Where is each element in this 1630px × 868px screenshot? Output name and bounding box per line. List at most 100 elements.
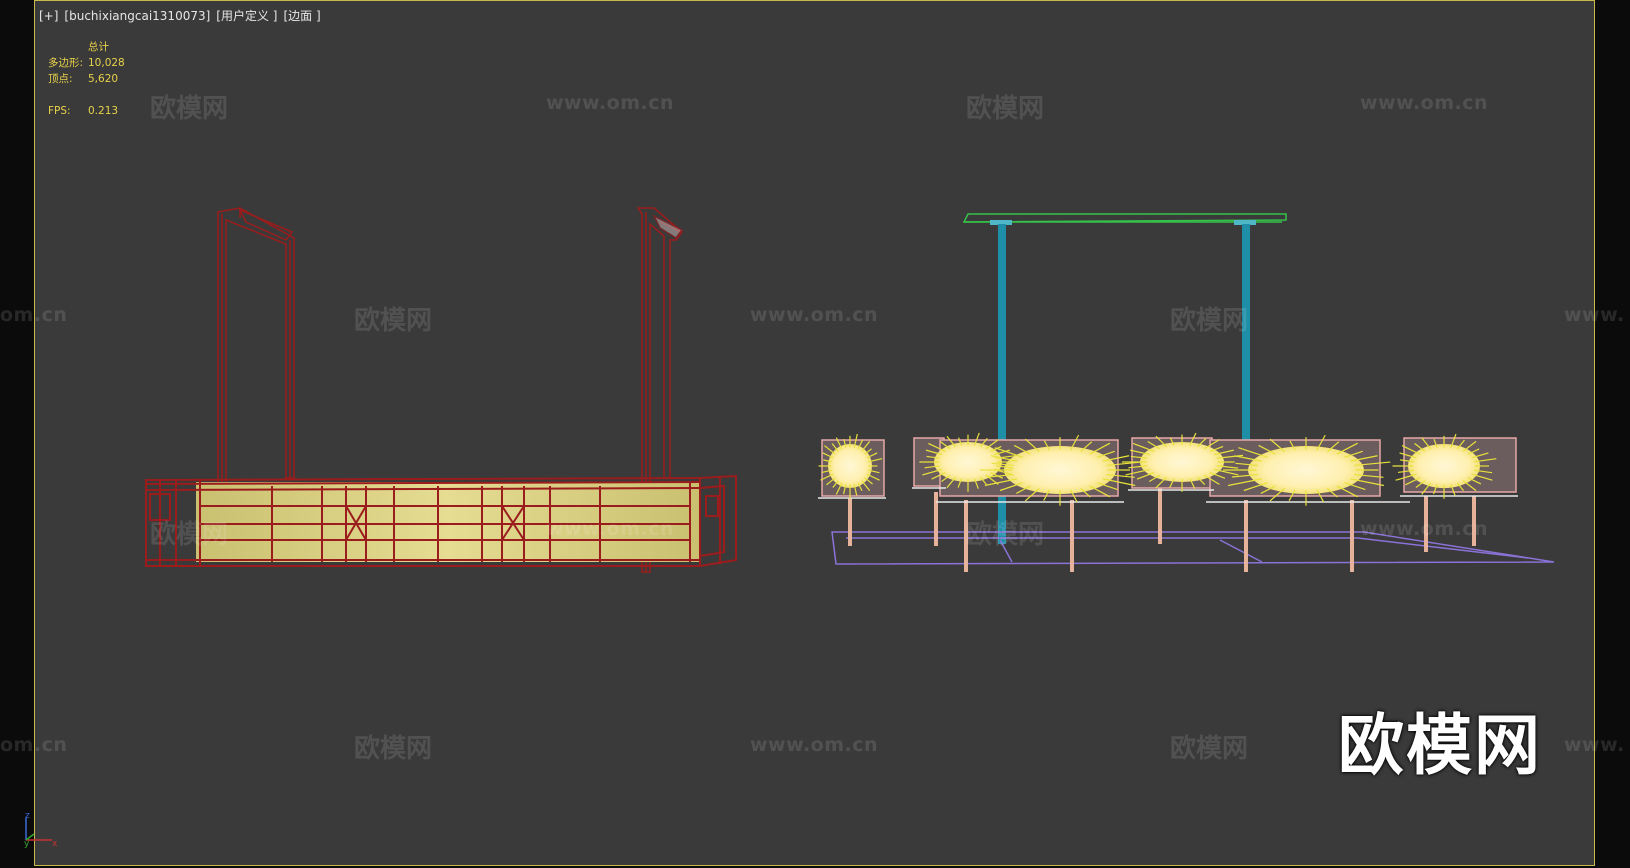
light-ray xyxy=(1235,462,1258,467)
light-ray xyxy=(823,445,836,455)
light-ray xyxy=(1148,474,1161,483)
statistics-panel: 总计 多边形:10,028 顶点:5,620 FPS:0.213 xyxy=(48,39,125,119)
light-ray xyxy=(864,477,873,485)
axis-gizmo: z y x xyxy=(24,811,58,849)
right-lamp-base-frame xyxy=(831,531,1555,565)
light-ray xyxy=(931,472,946,480)
polygons-label: 多边形: xyxy=(48,57,84,69)
light-ray xyxy=(1231,473,1258,478)
light-ray xyxy=(1401,445,1421,455)
light-ray xyxy=(1421,437,1432,450)
light-ray xyxy=(1130,449,1150,456)
light-ray xyxy=(861,441,871,452)
light-ray xyxy=(996,465,1014,469)
light-ray xyxy=(1260,485,1276,494)
light-ray xyxy=(1473,458,1497,463)
light-ray xyxy=(1203,474,1220,485)
light-ray xyxy=(1214,468,1239,476)
light-ray xyxy=(1216,465,1239,469)
light-ray xyxy=(926,455,940,459)
rod-mount-right xyxy=(1234,220,1256,225)
right-lamp-light-rays xyxy=(818,432,1497,506)
light-ray xyxy=(1125,468,1150,476)
suspension-rod-right xyxy=(1242,224,1250,496)
light-ray xyxy=(868,469,880,474)
light-ray xyxy=(1471,473,1493,481)
light-ray xyxy=(1013,444,1031,455)
light-ray xyxy=(990,445,1002,452)
rod-mount-left xyxy=(990,220,1012,225)
light-ray xyxy=(1070,434,1080,451)
light-ray xyxy=(1097,482,1118,491)
left-lamp-glow-panel xyxy=(196,482,700,562)
right-lamp-model[interactable] xyxy=(818,213,1555,572)
light-ray xyxy=(1209,445,1224,452)
light-ray xyxy=(1397,469,1415,474)
light-ray xyxy=(939,441,951,450)
light-ray xyxy=(1336,442,1358,455)
light-ray xyxy=(1462,440,1477,452)
light-ray xyxy=(843,484,847,495)
light-ray xyxy=(866,473,880,481)
light-ray xyxy=(1102,455,1130,462)
light-ray xyxy=(1089,485,1111,498)
light-ray xyxy=(988,473,1014,478)
light-ray xyxy=(1350,478,1384,487)
light-ray xyxy=(1433,438,1438,448)
viewport-shading-mode[interactable]: [边面 ] xyxy=(283,9,321,23)
light-ray xyxy=(980,476,987,485)
light-ray xyxy=(1350,455,1378,462)
light-ray xyxy=(1130,455,1148,459)
axis-x-text: x xyxy=(52,839,58,849)
light-ray xyxy=(1216,454,1244,459)
light-ray xyxy=(994,447,1023,458)
left-lamp-model[interactable] xyxy=(145,207,737,573)
light-ray xyxy=(1155,435,1167,448)
light-ray xyxy=(1106,473,1135,478)
light-ray xyxy=(1354,473,1384,478)
light-ray xyxy=(993,449,1011,456)
light-ray xyxy=(990,455,1018,462)
suspension-rod-left xyxy=(998,224,1006,544)
light-ray xyxy=(1080,441,1093,453)
viewport-camera-name[interactable]: [buchixiangcai1310073] xyxy=(64,9,211,23)
light-ray xyxy=(823,459,832,463)
light-ray xyxy=(861,480,871,491)
light-ray xyxy=(1432,484,1438,495)
light-ray xyxy=(1395,473,1417,481)
axis-y-line xyxy=(25,833,35,841)
light-ray xyxy=(821,469,832,473)
left-lamp-frame xyxy=(145,474,737,567)
light-ray xyxy=(980,438,988,448)
viewport-view-mode[interactable]: [用户定义 ] xyxy=(216,9,278,23)
viewport-label[interactable]: [+] [buchixiangcai1310073] [用户定义 ] [边面 ] xyxy=(39,7,327,24)
light-ray xyxy=(1169,437,1175,446)
light-ray xyxy=(1336,485,1358,498)
light-ray xyxy=(1102,478,1136,487)
light-ray xyxy=(1462,480,1477,492)
light-ray xyxy=(835,437,843,450)
light-ray xyxy=(1289,440,1296,451)
light-ray xyxy=(1456,439,1465,450)
light-ray xyxy=(835,482,843,495)
light-ray xyxy=(1070,489,1078,503)
light-ray xyxy=(1197,476,1206,485)
fps-label: FPS: xyxy=(48,105,71,117)
light-ray xyxy=(1097,450,1115,458)
light-ray xyxy=(1316,434,1326,451)
light-ray xyxy=(1128,465,1148,469)
light-ray xyxy=(1132,442,1155,452)
light-ray xyxy=(1024,487,1040,502)
light-ray xyxy=(991,462,1014,467)
light-ray xyxy=(973,432,980,446)
right-lamp-shade-trims xyxy=(818,487,1518,503)
light-ray xyxy=(1080,487,1091,498)
light-ray xyxy=(1326,487,1338,498)
viewport-menu-plus[interactable]: [+] xyxy=(39,9,59,23)
light-ray xyxy=(1203,439,1220,450)
light-ray xyxy=(957,437,963,446)
axis-z-text: z xyxy=(25,811,30,821)
light-ray xyxy=(925,449,943,456)
vertices-value: 5,620 xyxy=(88,73,119,85)
